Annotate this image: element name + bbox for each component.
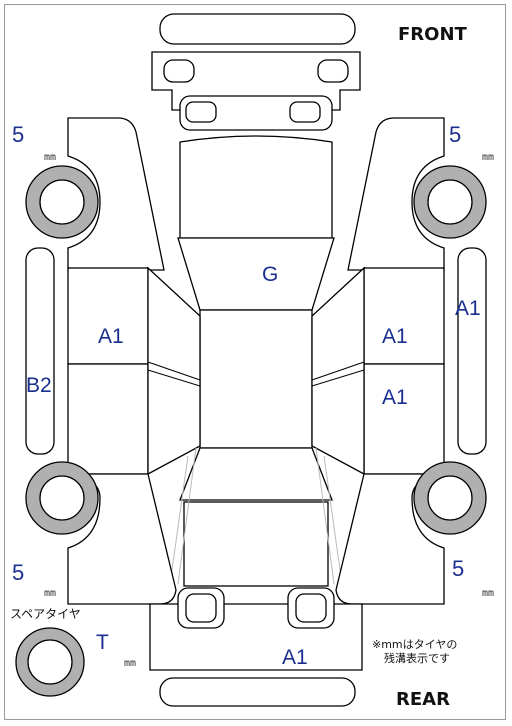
rear-left-door[interactable]: [67, 363, 149, 475]
right-sill-damage-code: A1: [455, 297, 481, 320]
tread-depth-front-right: 5: [449, 122, 461, 147]
roof-panel[interactable]: [199, 309, 313, 449]
tire-front-left[interactable]: [25, 165, 99, 239]
tread-depth-rear-left: 5: [12, 560, 24, 585]
unit-front-left: mm: [44, 152, 56, 163]
hood-panel[interactable]: [179, 135, 333, 239]
tire-rear-right[interactable]: [413, 461, 487, 535]
tire-spare[interactable]: [15, 627, 85, 697]
rear-guide-lines: [169, 447, 343, 585]
tail-lamp-right-inner: [295, 593, 327, 623]
tail-lamp-left-inner: [185, 593, 217, 623]
fog-lamp-right: [289, 101, 321, 123]
rear-window[interactable]: [179, 447, 333, 501]
rear-right-panel-damage-code: A1: [382, 386, 408, 409]
front-right-fender[interactable]: [347, 117, 445, 271]
unit-spare: mm: [124, 658, 136, 669]
front-left-fender[interactable]: [67, 117, 165, 271]
left-side-sill[interactable]: [25, 247, 55, 455]
spare-tire-label: スペアタイヤ: [10, 607, 81, 621]
spare-tire-damage-code: T: [96, 631, 109, 654]
rear-bumper-damage-code: A1: [282, 646, 308, 669]
rear-label: REAR: [396, 689, 450, 710]
right-center-pillar: [311, 361, 365, 387]
diagram-frame: [4, 4, 506, 720]
tread-depth-front-left: 5: [12, 122, 24, 147]
front-left-panel-damage-code: A1: [98, 325, 124, 348]
unit-rear-left: mm: [44, 588, 56, 599]
front-label: FRONT: [398, 24, 468, 45]
tire-front-right[interactable]: [413, 165, 487, 239]
headlight-right: [317, 59, 349, 83]
right-side-sill[interactable]: [457, 247, 487, 455]
note-line-1: ※mmはタイヤの: [372, 638, 457, 651]
headlight-left: [163, 59, 195, 83]
front-right-door[interactable]: [363, 267, 445, 365]
front-left-door[interactable]: [67, 267, 149, 365]
rear-bumper[interactable]: [159, 677, 356, 707]
left-center-pillar: [147, 361, 201, 387]
rear-right-door[interactable]: [363, 363, 445, 475]
front-bumper[interactable]: [159, 13, 356, 45]
unit-front-right: mm: [482, 152, 494, 163]
unit-rear-right: mm: [482, 588, 494, 599]
fog-lamp-left: [185, 101, 217, 123]
front-right-panel-damage-code: A1: [382, 325, 408, 348]
tire-rear-left[interactable]: [25, 461, 99, 535]
tread-depth-rear-right: 5: [452, 556, 464, 581]
windshield[interactable]: [177, 237, 335, 311]
trunk-lid[interactable]: [183, 501, 329, 587]
note-line-2: 残溝表示です: [384, 651, 450, 665]
left-sill-damage-code: B2: [26, 374, 52, 397]
hood-damage-code: G: [262, 263, 278, 286]
